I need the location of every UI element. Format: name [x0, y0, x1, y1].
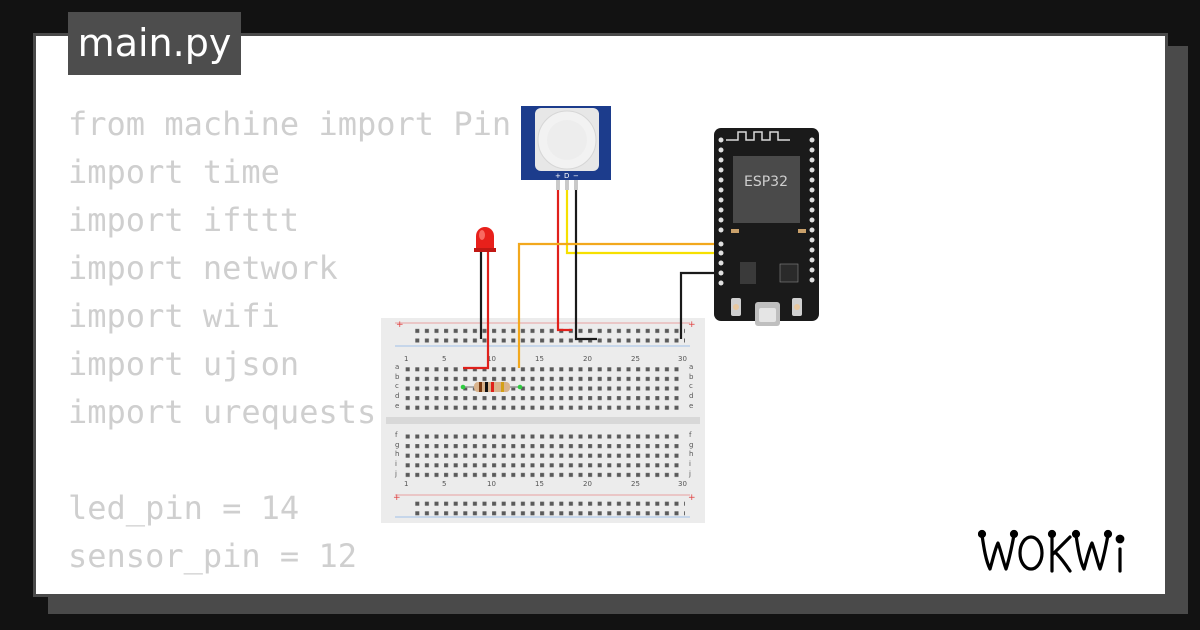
- svg-text:10: 10: [487, 480, 496, 488]
- svg-text:d: d: [689, 392, 693, 400]
- svg-text:5: 5: [442, 480, 446, 488]
- svg-text:e: e: [689, 402, 693, 410]
- svg-text:c: c: [689, 382, 693, 390]
- code-line: import ifttt: [68, 201, 300, 239]
- svg-text:h: h: [689, 450, 693, 458]
- svg-text:+: +: [396, 320, 404, 330]
- code-line: import urequests: [68, 393, 377, 431]
- pir-gnd-wire: [574, 180, 597, 341]
- led-anode-wire: [463, 252, 490, 370]
- svg-text:25: 25: [631, 355, 640, 363]
- pir-pin-labels: + D −: [555, 172, 579, 180]
- svg-text:d: d: [395, 392, 399, 400]
- breadboard-column-numbers: 1 5 10 15 20 25 30 1 5 10 15 20 25 30: [404, 355, 687, 488]
- wokwi-logo: [978, 529, 1125, 573]
- esp32-label: ESP32: [744, 174, 788, 190]
- svg-text:20: 20: [583, 480, 592, 488]
- svg-text:a: a: [395, 363, 399, 371]
- code-line: import wifi: [68, 297, 280, 335]
- red-led[interactable]: [474, 227, 496, 252]
- breadboard-row-letters: a b c d e a b c d e f g h i j f g h i j: [394, 363, 694, 478]
- pir-signal-wire: [565, 180, 722, 255]
- pir-motion-sensor[interactable]: + D −: [521, 106, 611, 190]
- svg-text:10: 10: [487, 355, 496, 363]
- svg-text:f: f: [689, 431, 692, 439]
- svg-text:−: −: [573, 172, 579, 180]
- svg-text:a: a: [689, 363, 693, 371]
- svg-text:j: j: [688, 470, 691, 478]
- svg-text:15: 15: [535, 480, 544, 488]
- esp32-board[interactable]: ESP32: [714, 128, 819, 326]
- code-line: sensor_pin = 12: [68, 537, 357, 575]
- svg-text:30: 30: [678, 480, 687, 488]
- svg-text:b: b: [689, 373, 694, 381]
- breadboard[interactable]: + + + + 1 5 10 15 20 25 30 1 5 10 15 20 …: [381, 318, 705, 523]
- code-line: from machine import Pin: [68, 105, 512, 143]
- led-signal-wire: [517, 242, 722, 368]
- code-line: import time: [68, 153, 280, 191]
- svg-text:1: 1: [404, 480, 408, 488]
- svg-text:+: +: [393, 493, 401, 503]
- svg-text:1: 1: [404, 355, 408, 363]
- svg-text:+: +: [688, 320, 696, 330]
- svg-text:30: 30: [678, 355, 687, 363]
- svg-text:25: 25: [631, 480, 640, 488]
- svg-text:c: c: [395, 382, 399, 390]
- svg-text:e: e: [395, 402, 399, 410]
- code-line: led_pin = 14: [68, 489, 300, 527]
- svg-text:i: i: [395, 460, 397, 468]
- svg-text:D: D: [564, 172, 569, 180]
- svg-text:g: g: [689, 441, 693, 449]
- svg-text:20: 20: [583, 355, 592, 363]
- pir-vcc-wire: [556, 180, 572, 332]
- code-editor[interactable]: from machine import Pin import time import…: [68, 100, 511, 580]
- code-line: import ujson: [68, 345, 300, 383]
- svg-text:f: f: [395, 431, 398, 439]
- esp32-gnd-wire: [679, 271, 722, 339]
- svg-text:+: +: [688, 493, 696, 503]
- svg-text:5: 5: [442, 355, 446, 363]
- svg-text:i: i: [689, 460, 691, 468]
- svg-text:g: g: [395, 441, 399, 449]
- code-line: import network: [68, 249, 338, 287]
- svg-text:15: 15: [535, 355, 544, 363]
- wires[interactable]: [463, 180, 722, 370]
- file-tab-main-py[interactable]: main.py: [68, 12, 241, 75]
- svg-text:j: j: [394, 470, 397, 478]
- resistor[interactable]: [460, 382, 523, 392]
- svg-text:h: h: [395, 450, 399, 458]
- svg-text:+: +: [555, 172, 561, 180]
- svg-text:b: b: [395, 373, 400, 381]
